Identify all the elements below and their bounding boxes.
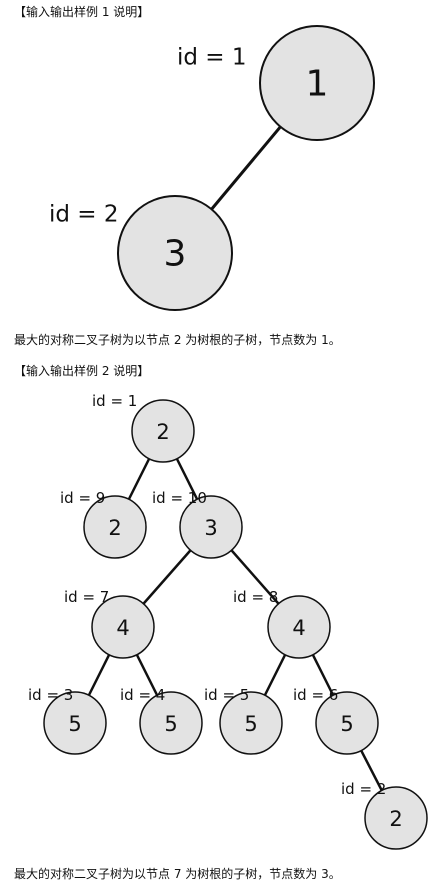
ex2-node-n2 (364, 786, 428, 850)
example-2-title: 【输入输出样例 2 说明】 (14, 364, 150, 378)
example-2-description: 最大的对称二叉子树为以节点 7 为树根的子树，节点数为 3。 (14, 867, 341, 881)
ex2-id-label-n2: id = 2 (341, 780, 386, 798)
ex2-node-value-n5: 5 (244, 712, 257, 736)
ex2-node-n4 (139, 691, 203, 755)
ex2-node-n1 (131, 399, 195, 463)
ex2-node-n7 (91, 595, 155, 659)
ex2-id-label-n5: id = 5 (204, 686, 249, 704)
ex2-id-label-n10: id = 10 (152, 489, 207, 507)
ex2-node-n10 (179, 495, 243, 559)
ex2-id-label-n1: id = 1 (92, 392, 137, 410)
ex1-node-value-n1: 1 (306, 64, 329, 105)
ex2-node-value-n6: 5 (340, 712, 353, 736)
example-1-description: 最大的对称二叉子树为以节点 2 为树根的子树，节点数为 1。 (14, 333, 341, 347)
ex2-id-label-n7: id = 7 (64, 588, 109, 606)
example-1-title: 【输入输出样例 1 说明】 (14, 5, 150, 19)
ex2-node-n3 (43, 691, 107, 755)
ex2-id-label-n4: id = 4 (120, 686, 165, 704)
ex2-node-n9 (83, 495, 147, 559)
ex2-node-n8 (267, 595, 331, 659)
ex2-node-value-n4: 5 (164, 712, 177, 736)
ex2-node-value-n2: 2 (389, 807, 402, 831)
ex2-node-value-n7: 4 (116, 616, 129, 640)
ex2-node-n6 (315, 691, 379, 755)
ex2-node-value-n1: 2 (156, 420, 169, 444)
ex2-node-n5 (219, 691, 283, 755)
ex2-id-label-n8: id = 8 (233, 588, 278, 606)
ex1-id-label-n1: id = 1 (177, 44, 247, 70)
ex1-node-value-n2: 3 (164, 234, 187, 275)
ex2-node-value-n3: 5 (68, 712, 81, 736)
example-1-tree-diagram: 1 id = 1 3 id = 2 (49, 25, 375, 311)
ex1-id-label-n2: id = 2 (49, 201, 119, 227)
ex2-id-label-n9: id = 9 (60, 489, 105, 507)
ex2-id-label-n6: id = 6 (293, 686, 338, 704)
ex1-node-n1 (259, 25, 375, 141)
ex2-id-label-n3: id = 3 (28, 686, 73, 704)
ex2-node-value-n8: 4 (292, 616, 305, 640)
ex1-node-n2 (117, 195, 233, 311)
ex2-node-value-n10: 3 (204, 516, 217, 540)
ex2-node-value-n9: 2 (108, 516, 121, 540)
